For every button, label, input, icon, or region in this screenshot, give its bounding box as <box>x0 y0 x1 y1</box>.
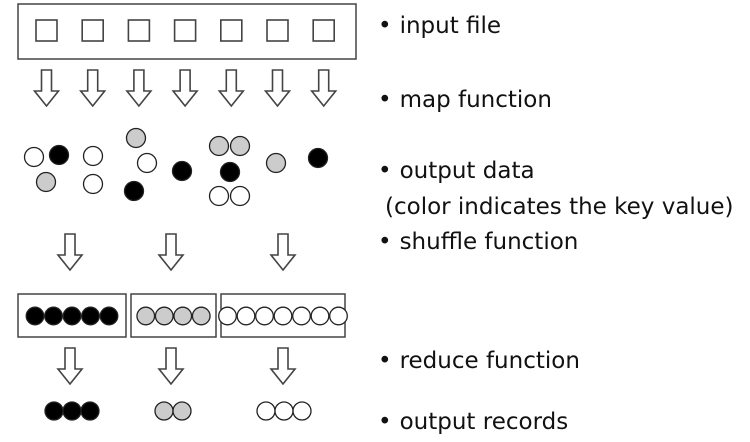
record-dot-black <box>123 180 145 202</box>
group-dot-white <box>310 306 330 326</box>
label-shuffle-function: • shuffle function <box>378 229 578 255</box>
input-split-cell <box>173 19 197 42</box>
input-split-cell <box>35 19 58 42</box>
shuffle-arrow <box>157 233 185 272</box>
map-arrow <box>310 69 338 108</box>
group-dot-white <box>236 306 256 326</box>
label-output-data: • output data <box>378 158 535 184</box>
bullet: • <box>378 13 392 39</box>
label-output-records: • output records <box>378 409 568 435</box>
record-dot-black <box>307 147 329 169</box>
record-dot-gray <box>35 171 57 193</box>
group-dot-white <box>255 306 274 326</box>
reduce-arrow <box>56 347 84 386</box>
bullet: • <box>378 229 392 255</box>
label-input-file: • input file <box>378 13 501 39</box>
label-shuffle-function-text: shuffle function <box>399 229 579 255</box>
group-dot-black <box>44 306 63 326</box>
label-output-records-text: output records <box>399 409 569 435</box>
label-output-data-text: output data <box>399 158 535 184</box>
reduce-arrow <box>157 347 185 386</box>
map-arrow <box>32 69 61 108</box>
output-records <box>44 401 312 421</box>
group-dot-black <box>81 306 100 326</box>
group-dot-black <box>99 306 119 326</box>
map-arrows <box>32 69 338 108</box>
input-split-cell <box>127 19 151 42</box>
group-dot-white <box>218 306 237 326</box>
output-dot-white <box>292 401 312 421</box>
reduce-arrows <box>56 347 297 386</box>
group-dot-black <box>25 306 45 326</box>
bullet: • <box>378 87 392 113</box>
record-dot-white <box>82 145 104 167</box>
shuffle-arrows <box>56 233 297 272</box>
shuffle-arrow <box>269 233 297 272</box>
label-reduce-function: • reduce function <box>378 348 580 374</box>
map-arrow <box>263 69 292 108</box>
label-map-function: • map function <box>378 87 552 113</box>
label-reduce-function-text: reduce function <box>399 348 580 374</box>
record-dot-black <box>48 144 70 166</box>
group-dot-black <box>62 306 82 326</box>
bullet: • <box>378 348 392 374</box>
input-split-cell <box>81 19 104 42</box>
label-map-function-text: map function <box>399 87 552 113</box>
record-dot-white <box>23 146 45 168</box>
shuffled-groups <box>17 293 348 338</box>
record-dot-black <box>171 160 193 182</box>
input-split-cell <box>266 19 289 42</box>
bullet: • <box>378 409 392 435</box>
record-dot-white <box>208 185 230 207</box>
map-arrow <box>171 69 199 108</box>
group-dot-white <box>292 306 311 326</box>
record-dot-gray <box>265 152 287 174</box>
reduce-arrow <box>269 347 297 386</box>
record-dot-black <box>219 161 241 183</box>
group-dot-white <box>273 306 293 326</box>
record-dot-gray <box>229 135 251 157</box>
record-dot-white <box>229 185 251 207</box>
label-output-data-note: (color indicates the key value) <box>385 194 734 220</box>
shuffle-arrow <box>56 233 84 272</box>
map-arrow <box>217 69 245 108</box>
record-dot-white <box>136 152 158 174</box>
intermediate-records <box>23 127 329 207</box>
group-dot-white <box>329 306 348 326</box>
group-dot-gray <box>136 306 156 326</box>
record-dot-gray <box>208 135 230 157</box>
record-dot-gray <box>125 127 147 149</box>
record-dot-white <box>82 173 104 195</box>
bullet: • <box>378 158 392 184</box>
input-file-block <box>17 3 357 60</box>
input-split-cell <box>220 19 243 42</box>
group-dot-gray <box>191 306 211 326</box>
input-split-cell <box>312 19 336 42</box>
map-arrow <box>125 69 153 108</box>
map-arrow <box>79 69 107 108</box>
label-input-file-text: input file <box>399 13 502 39</box>
output-dot-black <box>80 401 100 421</box>
group-dot-gray <box>154 306 174 326</box>
output-dot-gray <box>172 401 192 421</box>
group-dot-gray <box>173 306 193 326</box>
